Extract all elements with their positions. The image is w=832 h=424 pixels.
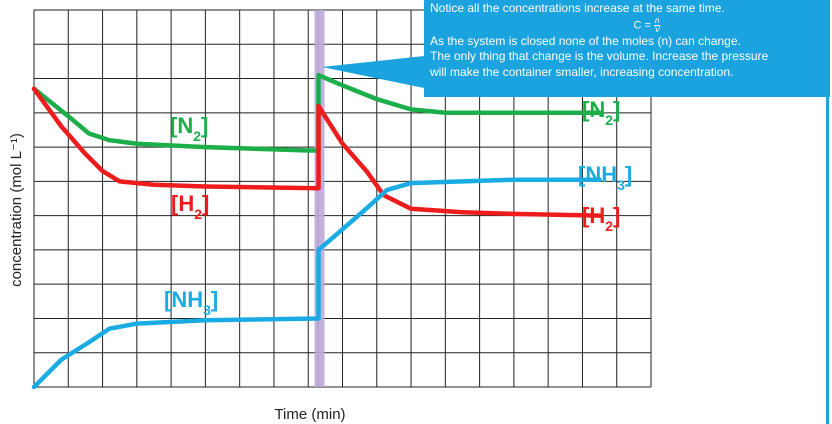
formula-denominator: V [654, 24, 660, 34]
series-labels: [N2] [H2] [NH3] [N2] [NH3] [H2] [164, 97, 632, 318]
disturbance-band [314, 10, 325, 387]
callout-edge [826, 97, 829, 424]
nh3-label-left: [NH3] [164, 287, 218, 318]
formula-lhs: C = [633, 18, 655, 31]
n2-label-left: [N2] [170, 113, 208, 144]
callout-line-2: As the system is closed none of the mole… [430, 33, 741, 48]
x-axis-label: Time (min) [274, 406, 345, 423]
callout-box: Notice all the concentrations increase a… [424, 0, 830, 97]
callout-pointer [322, 56, 424, 88]
series-line [31, 86, 602, 218]
h2-label-left: [H2] [171, 191, 209, 222]
n2-label-right: [N2] [582, 97, 620, 128]
h2-label-right: [H2] [582, 203, 620, 234]
callout-pointer-shape [322, 56, 424, 88]
formula-numerator: n [654, 15, 661, 26]
chart-series [31, 72, 602, 390]
y-axis-label: concentration (mol L⁻¹) [8, 133, 25, 287]
callout-line-4: will make the container smaller, increas… [430, 64, 734, 79]
callout-line-1: Notice all the concentrations increase a… [430, 1, 725, 15]
nh3-label-right: [NH3] [578, 162, 632, 193]
series-line [31, 177, 602, 390]
callout-line-3: The only thing that change is the volume… [430, 49, 769, 63]
